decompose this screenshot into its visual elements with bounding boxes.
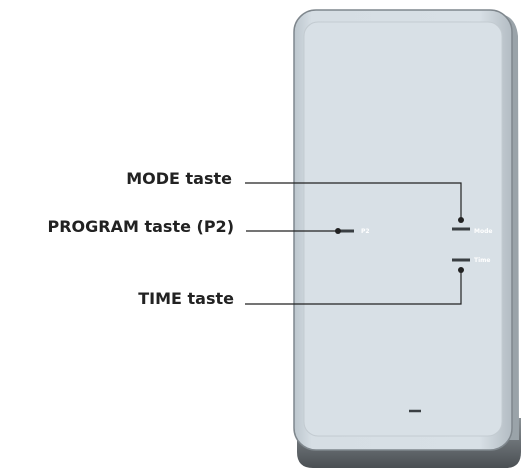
- mode-leader-dot: [458, 217, 464, 223]
- program-leader-dot: [335, 228, 341, 234]
- time-device-label: Time: [474, 257, 490, 264]
- time-leader-line: [245, 272, 462, 305]
- time-leader-dot: [458, 267, 464, 273]
- mode-callout-label: MODE taste: [126, 169, 232, 188]
- mode-device-label: Mode: [474, 228, 492, 235]
- device-faceplate: [303, 21, 503, 437]
- p2-device-label: P2: [361, 228, 370, 235]
- program-callout-label: PROGRAM taste (P2): [47, 217, 235, 236]
- mode-leader-line: [245, 182, 462, 219]
- time-callout-label: TIME taste: [138, 289, 234, 308]
